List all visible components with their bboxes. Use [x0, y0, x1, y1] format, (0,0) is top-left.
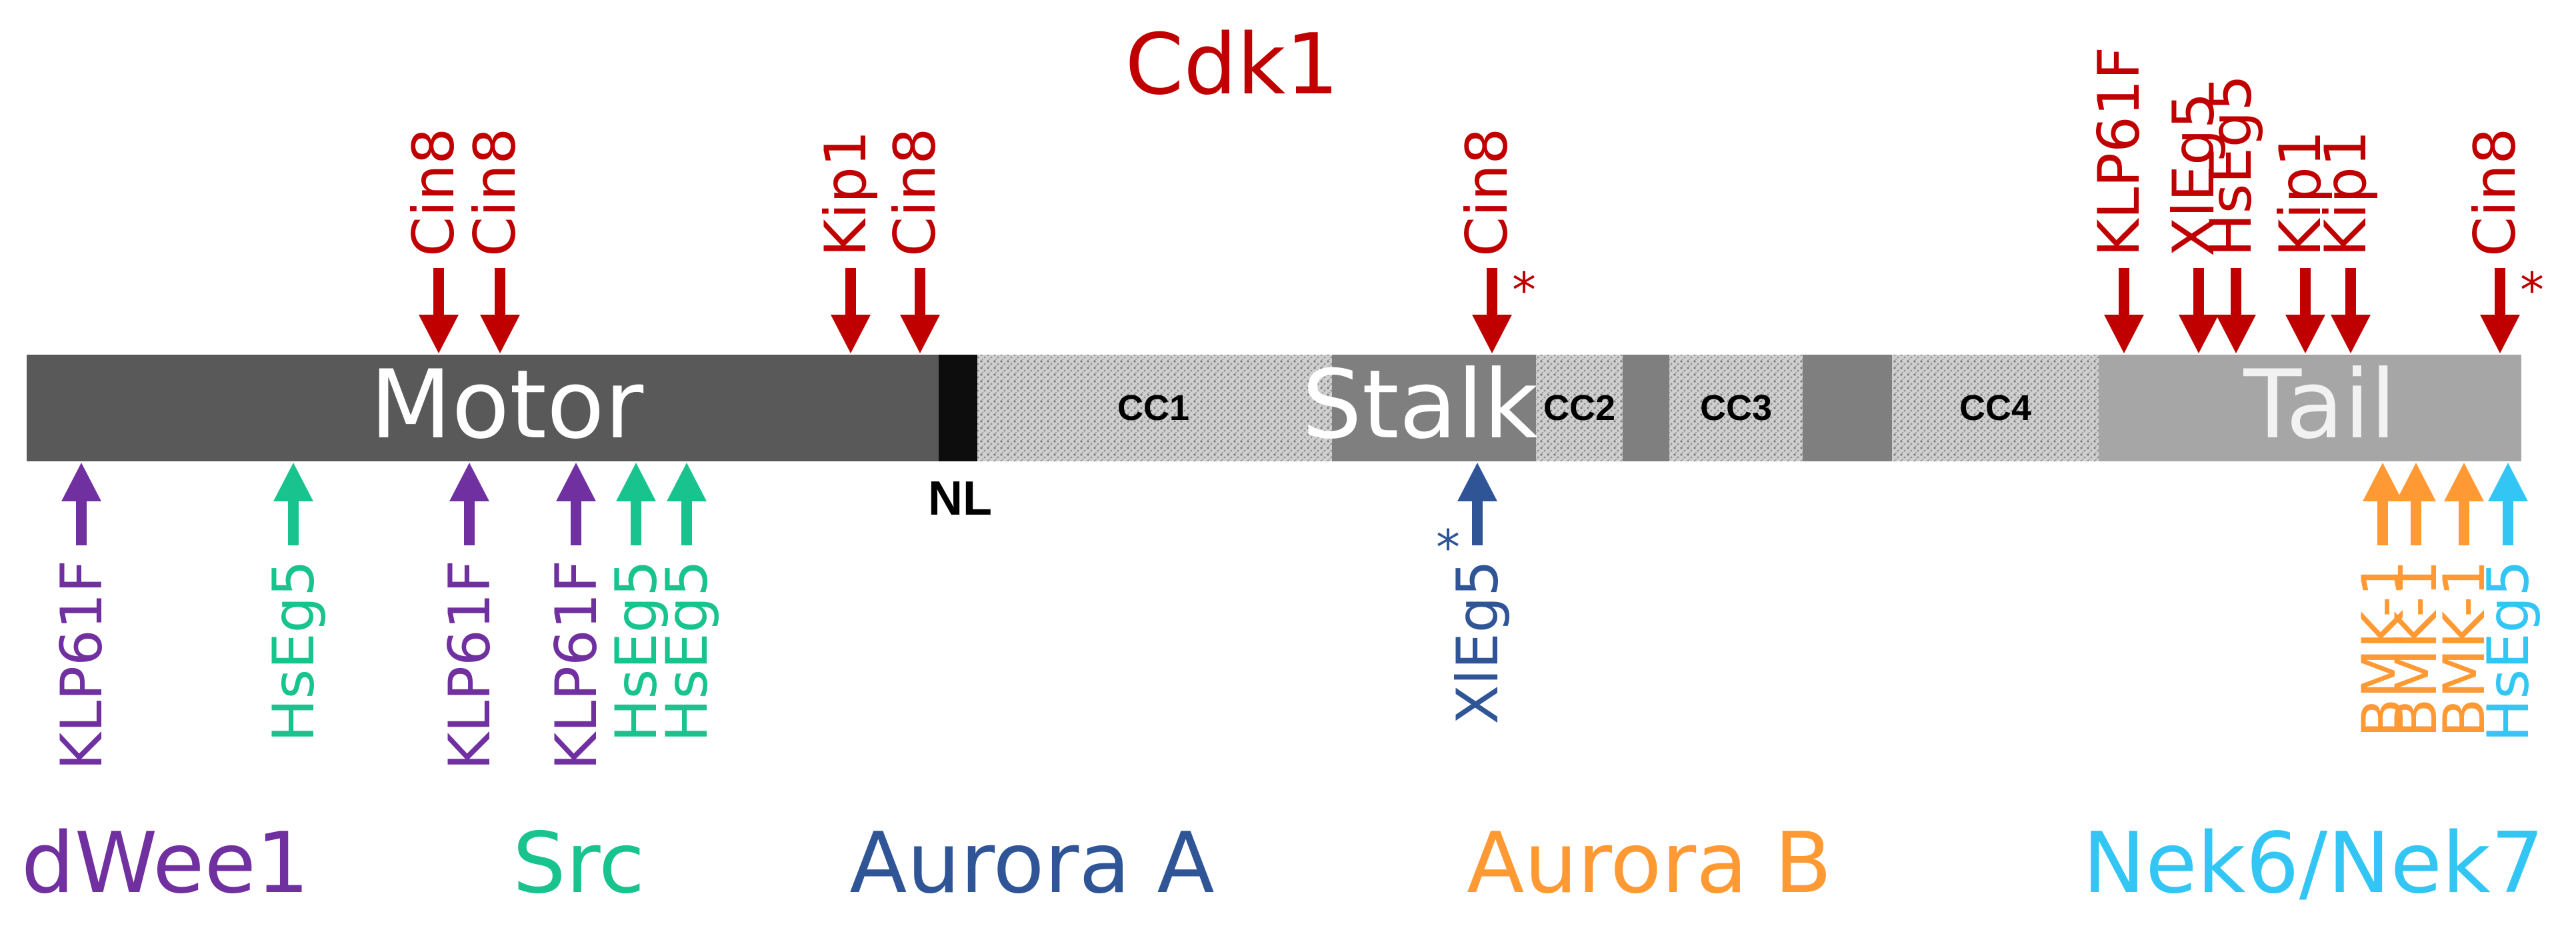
site-arrow-shaft [2345, 268, 2356, 315]
site-arrow-shaft [2193, 268, 2204, 315]
site-arrow-shaft [2119, 268, 2129, 315]
site-arrow-shaft [631, 501, 641, 545]
coiled-coil-2 [1536, 355, 1623, 461]
site-arrow-shaft [2231, 268, 2241, 315]
cc1-label: CC1 [1117, 388, 1189, 428]
up-arrow-icon [61, 463, 101, 501]
site-label-hseg5: HsEg5 [261, 560, 327, 742]
site-label-kip1: Kip1 [2313, 130, 2379, 257]
down-arrow-icon [2216, 315, 2256, 353]
site-label-klp61f: KLP61F [543, 560, 610, 770]
site-label-kip1: Kip1 [2267, 130, 2334, 257]
site-label-bmk-1: BMK-1 [2383, 560, 2450, 737]
site-label-klp61f: KLP61F [437, 560, 503, 770]
site-label-cin8: Cin8 [462, 128, 529, 257]
down-arrow-icon [419, 315, 459, 353]
site-label-cin8: Cin8 [1454, 128, 1521, 257]
site-label-kip1: Kip1 [813, 130, 879, 257]
aurora-a-kinase-label: Aurora A [849, 814, 1214, 912]
site-arrow-shaft [1472, 501, 1483, 545]
src-kinase-label: Src [513, 814, 645, 912]
up-arrow-icon [2363, 463, 2403, 501]
down-arrow-icon [2331, 315, 2371, 353]
down-arrow-icon [480, 315, 520, 353]
site-label-hseg5: HsEg5 [2198, 75, 2265, 257]
site-arrow-shaft [464, 501, 475, 545]
site-label-cin8: Cin8 [401, 128, 467, 257]
site-label-cin8: Cin8 [2462, 128, 2529, 257]
cc2-label: CC2 [1543, 388, 1615, 428]
down-arrow-icon [831, 315, 871, 353]
site-arrow-shaft [288, 501, 299, 545]
site-label-klp61f: KLP61F [2086, 47, 2153, 257]
stalk-label: Stalk [1302, 350, 1539, 460]
down-arrow-icon [2104, 315, 2144, 353]
dwee1-kinase-label: dWee1 [21, 814, 309, 912]
site-arrow-shaft [2300, 268, 2311, 315]
site-label-bmk-1: BMK-1 [2350, 560, 2417, 737]
site-arrow-shaft [681, 501, 692, 545]
asterisk-mark: * [1436, 519, 1460, 575]
stalk-linker-3 [1803, 355, 1892, 461]
site-arrow-shaft [915, 268, 925, 315]
site-arrow-shaft [571, 501, 581, 545]
site-label-hseg5: HsEg5 [654, 560, 721, 742]
up-arrow-icon [1457, 463, 1497, 501]
up-arrow-icon [273, 463, 313, 501]
up-arrow-icon [616, 463, 656, 501]
stalk-linker-2 [1623, 355, 1669, 461]
tail-label: Tail [2243, 350, 2396, 460]
site-arrow-shaft [76, 501, 87, 545]
site-arrow-shaft [2411, 501, 2421, 545]
motor-domain [27, 355, 939, 461]
site-label-hseg5: HsEg5 [2475, 560, 2542, 742]
site-arrow-shaft [1487, 268, 1497, 315]
aurora-b-kinase-label: Aurora B [1467, 814, 1832, 912]
site-label-xleg5: XlEg5 [1445, 560, 1511, 724]
nek6-nek7-kinase-label: Nek6/Nek7 [2083, 814, 2544, 912]
neck-linker [939, 355, 977, 461]
site-arrow-shaft [2377, 501, 2388, 545]
site-arrow-shaft [433, 268, 444, 315]
site-label-klp61f: KLP61F [49, 560, 115, 770]
coiled-coil-4 [1892, 355, 2099, 461]
cc3-label: CC3 [1700, 388, 1772, 428]
site-arrow-shaft [2503, 501, 2513, 545]
site-arrow-shaft [845, 268, 856, 315]
site-arrow-shaft [2495, 268, 2505, 315]
coiled-coil-1 [977, 355, 1332, 461]
down-arrow-icon [1472, 315, 1512, 353]
site-label-cin8: Cin8 [882, 128, 949, 257]
cc4-label: CC4 [1959, 388, 2031, 428]
up-arrow-icon [449, 463, 489, 501]
down-arrow-icon [2179, 315, 2219, 353]
motor-label: Motor [370, 350, 644, 460]
stalk-region [1332, 355, 1536, 461]
down-arrow-icon [900, 315, 940, 353]
site-label-hseg5: HsEg5 [603, 560, 670, 742]
neck-linker-label: NL [928, 472, 992, 525]
tail-domain [2099, 355, 2521, 461]
up-arrow-icon [2396, 463, 2436, 501]
site-arrow-shaft [495, 268, 505, 315]
up-arrow-icon [2488, 463, 2528, 501]
up-arrow-icon [556, 463, 596, 501]
coiled-coil-3 [1669, 355, 1803, 461]
asterisk-mark: * [2520, 262, 2544, 318]
protein-bar [27, 355, 2521, 461]
site-label-bmk-1: BMK-1 [2431, 560, 2498, 737]
down-arrow-icon [2480, 315, 2520, 353]
site-arrow-shaft [2459, 501, 2469, 545]
site-label-xleg5: XlEg5 [2161, 93, 2227, 257]
up-arrow-icon [667, 463, 707, 501]
cdk1-kinase-label: Cdk1 [1125, 15, 1339, 113]
asterisk-mark: * [1512, 262, 1536, 318]
up-arrow-icon [2444, 463, 2484, 501]
down-arrow-icon [2285, 315, 2325, 353]
